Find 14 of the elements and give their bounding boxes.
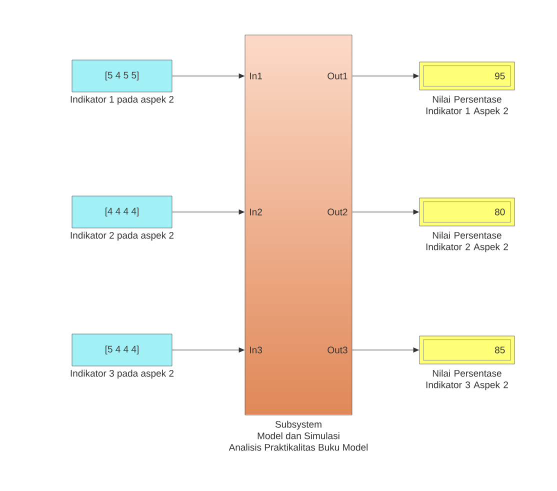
constant-block: [4 4 4 4] — [72, 196, 172, 228]
constant-block: [5 4 4 4] — [72, 334, 172, 366]
subsystem-block: In1 In2 In3 Out1 Out2 Out3 — [244, 34, 352, 416]
block-caption: Indikator 2 pada aspek 2 — [70, 232, 174, 241]
block-caption: Nilai Persentase Indikator 2 Aspek 2 — [426, 232, 508, 252]
block-caption: Subsystem Model dan Simulasi Analisis Praktikalitas Buku Model — [228, 420, 368, 451]
display-block: 80 — [419, 198, 515, 226]
block-caption: Indikator 1 pada aspek 2 — [70, 96, 174, 105]
block-caption: Indikator 3 pada aspek 2 — [70, 370, 174, 379]
display-block: 95 — [419, 62, 515, 90]
constant-block: [5 4 5 5] — [72, 60, 172, 92]
block-caption: Nilai Persentase Indikator 1 Aspek 2 — [426, 96, 508, 116]
display-block: 85 — [419, 336, 515, 364]
block-caption: Nilai Persentase Indikator 3 Aspek 2 — [426, 370, 508, 390]
